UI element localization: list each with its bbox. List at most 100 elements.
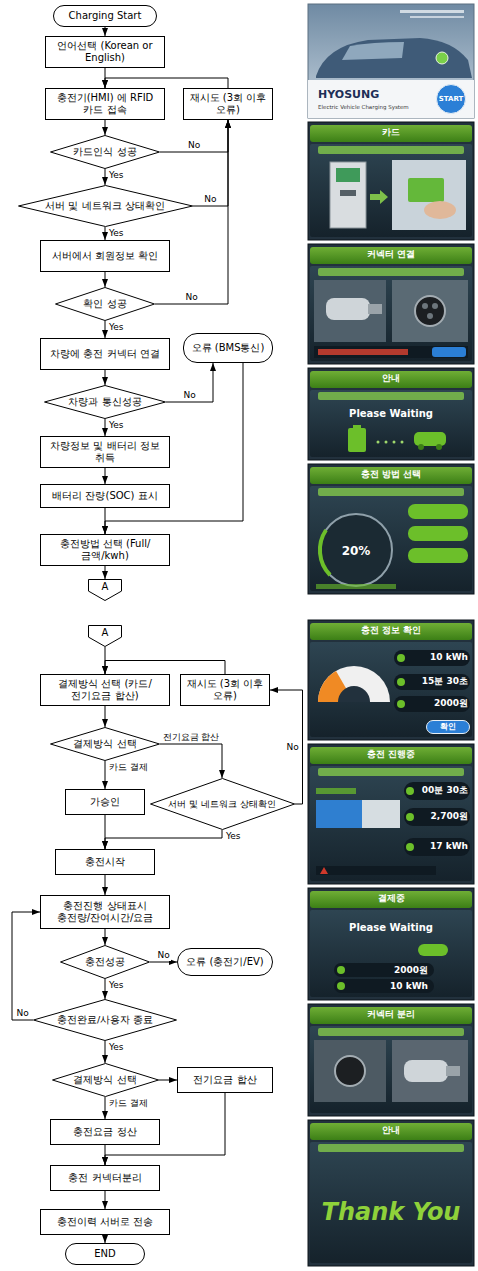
diamond-outline-shape [52,1064,158,1097]
process-box: 충전 커넥터분리 [50,1165,160,1191]
decision-diamond: 충전성공 [60,945,150,979]
connector [105,706,106,727]
screen-text: 00분 30초 [422,785,468,796]
screen-text: Please Waiting [349,922,433,934]
node-text: A [102,627,109,639]
node-text: 충전 커넥터분리 [68,1172,141,1184]
screen-panel: 충전 방법 선택20% [308,464,474,594]
node-text: 차량에 충전 커넥터 연결 [50,348,160,360]
diamond-outline-shape [45,386,166,419]
offpage-connector: A [88,625,122,647]
node-text: 차량과 통신성공 [68,396,141,407]
node-text: 충전이력 서버로 전송 [57,1216,153,1228]
connector [105,1097,106,1119]
connector [105,1145,106,1165]
process-box: 언어선택 (Korean or English) [45,36,165,68]
process-box: 차량에 충전 커넥터 연결 [40,338,170,370]
diamond-outline-shape [34,1000,177,1041]
screen-text: 17 kWh [430,841,468,852]
node-text: 충전방법 선택 (Full/금액/kwh) [46,538,164,562]
connector [105,120,106,135]
process-box: 재시도 (3회 이후 오류) [183,88,273,120]
node-text: 오류 (BMS통신) [192,342,265,354]
decision-diamond: 서버 및 네트워크 상태확인 [18,185,193,227]
start-screen-art [308,4,474,118]
connector [166,363,213,402]
node-text: END [94,1248,116,1260]
screen-text: 충전 정보 확인 [308,625,474,636]
node-text: 충전진행 상태표시 충전량/잔여시간/요금 [46,900,164,924]
process-box: 충전요금 정산 [50,1119,160,1145]
connector [193,120,229,206]
connector [12,912,40,1020]
diamond-outline-shape [51,136,160,169]
screen-panel: 결제중Please Waiting2000원10 kWh [308,888,474,1000]
screen-text: 확인 [440,722,456,732]
process-box: 배터리 잔량(SOC) 표시 [40,484,170,508]
progress-illustration [316,782,470,875]
node-text: 재시도 (3회 이후 오류) [189,92,267,116]
node-text: 차량정보 및 배터리 정보 취득 [46,440,164,464]
screen-text: 안내 [308,1125,474,1136]
process-box: 충전시작 [55,849,155,875]
edge-label: 카드 결제 [108,1098,149,1109]
screen-button: START [436,84,466,114]
connector [105,227,106,240]
edge-label: No [185,292,199,303]
edge-label: Yes [108,1042,125,1053]
diamond-outline-shape [18,186,192,227]
connector-illustration [314,280,468,358]
screen-panel: HYOSUNGElectric Vehicle Charging SystemS… [308,4,474,118]
connector [105,875,106,895]
node-text: 재시도 (3회 이후 오류) [186,678,264,702]
screen-text: 15분 30초 [422,676,468,687]
edge-label: Yes [108,170,125,181]
screen-panel: 커넥터 연결 [308,244,474,364]
screen-panel: 안내Please Waiting [308,368,474,460]
node-text: A [102,581,109,593]
connector [159,1080,178,1081]
connector [105,815,106,849]
gauge-illustration [316,504,468,589]
screen-text: 충전 진행중 [308,749,474,760]
edge-label: No [16,1008,30,1019]
screen-panel: 충전 진행중 00분 30초 2,700원 17 kWh [308,744,474,884]
edge-label: No [157,950,171,961]
offpage-connector: A [88,579,122,601]
screen-text: START [439,95,464,103]
screen-text: 커넥터 분리 [308,1009,474,1020]
process-box: 차량정보 및 배터리 정보 취득 [40,436,170,468]
screen-text: 커넥터 연결 [308,249,474,260]
screen-text: 결제중 [308,893,474,904]
screen-text: 카드 [308,127,474,138]
screen-panel: 카드 [308,122,474,240]
edge-label: No [183,390,197,401]
screen-panel: 안내Thank You [308,1120,474,1266]
node-text: 카드인식 성공 [73,146,136,157]
process-box: 충전방법 선택 (Full/금액/kwh) [40,534,170,566]
screen-text: Electric Vehicle Charging System [318,104,409,111]
node-text: 가승인 [90,796,120,808]
decision-diamond: 충전완료/사용자 종료 [33,999,177,1041]
screen-text: 안내 [308,373,474,384]
terminal: END [65,1243,145,1265]
connector [270,690,303,804]
diamond-outline-shape [150,779,294,830]
process-box: 충전이력 서버로 전송 [40,1209,170,1235]
edge-label: 카드 결제 [108,762,149,773]
process-box: 서버에서 회원정보 확인 [40,240,170,272]
decision-diamond: 서버 및 네트워크 상태확인 [150,778,295,830]
node-text: Charging Start [69,10,142,22]
connector [105,370,106,385]
process-box: 가승인 [65,789,145,815]
edge-label: Yes [108,980,125,991]
disconnect-illustration [314,1040,468,1102]
screen-panel: 충전 정보 확인10 kWh15분 30초2000원확인 [308,620,474,740]
decision-diamond: 차량과 통신성공 [44,385,166,419]
node-text: 서버 및 네트워크 상태확인 [168,799,275,809]
node-text: 충전완료/사용자 종료 [57,1014,153,1025]
connector [105,1191,106,1209]
terminal: Charging Start [53,5,157,27]
screen-text: 2,700원 [431,811,468,822]
connector [105,468,106,484]
